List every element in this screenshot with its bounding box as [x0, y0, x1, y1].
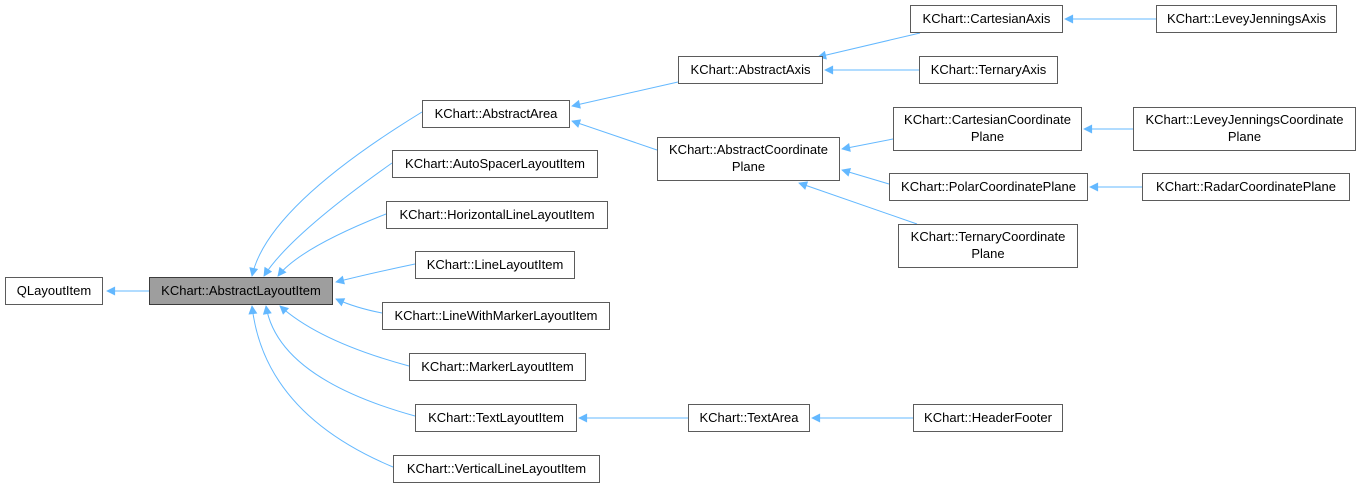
class-name-label: KChart::LeveyJenningsAxis: [1167, 10, 1326, 26]
class-name-label: KChart::TextArea: [699, 409, 799, 425]
class-name-label: KChart::HorizontalLineLayoutItem: [399, 206, 595, 222]
kchart-cartesiancoordinateplane-node[interactable]: KChart::CartesianCoordinate Plane: [893, 107, 1082, 151]
kchart-leveyjenningscoordinateplane-node[interactable]: KChart::LeveyJenningsCoordinate Plane: [1133, 107, 1356, 151]
kchart-horizontallinelayoutitem-node[interactable]: KChart::HorizontalLineLayoutItem: [386, 201, 608, 229]
kchart-ternarycoordinateplane-node[interactable]: KChart::TernaryCoordinate Plane: [898, 224, 1078, 268]
inheritance-edge: [571, 81, 679, 109]
kchart-markerlayoutitem-node[interactable]: KChart::MarkerLayoutItem: [409, 353, 586, 381]
inheritance-edge: [335, 298, 383, 314]
class-name-label: KChart::AutoSpacerLayoutItem: [405, 155, 585, 171]
inheritance-edge: [248, 305, 394, 468]
class-name-label: KChart::VerticalLineLayoutItem: [406, 460, 587, 476]
inheritance-edge: [335, 263, 416, 285]
class-name-label: KChart::TextLayoutItem: [428, 409, 564, 425]
class-name-label: KChart::AbstractArea: [434, 105, 558, 121]
class-name-label: KChart::RadarCoordinatePlane: [1156, 178, 1336, 194]
class-name-label: KChart::AbstractAxis: [690, 61, 811, 77]
kchart-textlayoutitem-node[interactable]: KChart::TextLayoutItem: [415, 404, 577, 432]
kchart-linelayoutitem-node[interactable]: KChart::LineLayoutItem: [415, 251, 575, 279]
kchart-textarea-node[interactable]: KChart::TextArea: [688, 404, 810, 432]
inheritance-edge: [841, 138, 894, 152]
kchart-verticallinelayoutitem-node[interactable]: KChart::VerticalLineLayoutItem: [393, 455, 600, 483]
kchart-abstractcoordinateplane-node[interactable]: KChart::AbstractCoordinate Plane: [657, 137, 840, 181]
class-name-label: KChart::LeveyJenningsCoordinate Plane: [1145, 112, 1344, 144]
class-name-label: KChart::MarkerLayoutItem: [421, 358, 574, 374]
class-name-label: KChart::TernaryAxis: [930, 61, 1047, 77]
kchart-linewithmarkerlayoutitem-node[interactable]: KChart::LineWithMarkerLayoutItem: [382, 302, 610, 330]
class-name-label: KChart::TernaryCoordinate Plane: [910, 229, 1066, 261]
class-name-label: KChart::LineWithMarkerLayoutItem: [394, 307, 598, 323]
class-name-label: KChart::LineLayoutItem: [426, 256, 564, 272]
kchart-headerfooter-node[interactable]: KChart::HeaderFooter: [913, 404, 1063, 432]
class-name-label: QLayoutItem: [16, 282, 92, 298]
class-name-label: KChart::HeaderFooter: [924, 409, 1052, 425]
kchart-autospacerlayoutitem-node[interactable]: KChart::AutoSpacerLayoutItem: [392, 150, 598, 178]
inheritance-edge: [277, 213, 387, 277]
class-name-label: KChart::AbstractLayoutItem: [161, 282, 321, 298]
kchart-radarcoordinateplane-node[interactable]: KChart::RadarCoordinatePlane: [1142, 173, 1350, 201]
class-name-label: KChart::CartesianCoordinate Plane: [904, 112, 1071, 144]
inheritance-edge: [817, 32, 921, 60]
qlayoutitem-node[interactable]: QLayoutItem: [5, 277, 103, 305]
kchart-cartesianaxis-node[interactable]: KChart::CartesianAxis: [910, 5, 1063, 33]
inheritance-edge: [263, 162, 393, 277]
class-name-label: KChart::AbstractCoordinate Plane: [669, 142, 828, 174]
inheritance-edge: [841, 167, 890, 185]
inheritance-edge: [249, 111, 423, 277]
inheritance-edge: [571, 119, 658, 151]
kchart-abstractlayoutitem-node: KChart::AbstractLayoutItem: [149, 277, 333, 305]
kchart-polarcoordinateplane-node[interactable]: KChart::PolarCoordinatePlane: [889, 173, 1088, 201]
class-name-label: KChart::CartesianAxis: [922, 10, 1051, 26]
class-name-label: KChart::PolarCoordinatePlane: [901, 178, 1076, 194]
kchart-abstractaxis-node[interactable]: KChart::AbstractAxis: [678, 56, 823, 84]
kchart-abstractarea-node[interactable]: KChart::AbstractArea: [422, 100, 570, 128]
kchart-leveyjenningsaxis-node[interactable]: KChart::LeveyJenningsAxis: [1156, 5, 1337, 33]
kchart-ternaryaxis-node[interactable]: KChart::TernaryAxis: [919, 56, 1058, 84]
